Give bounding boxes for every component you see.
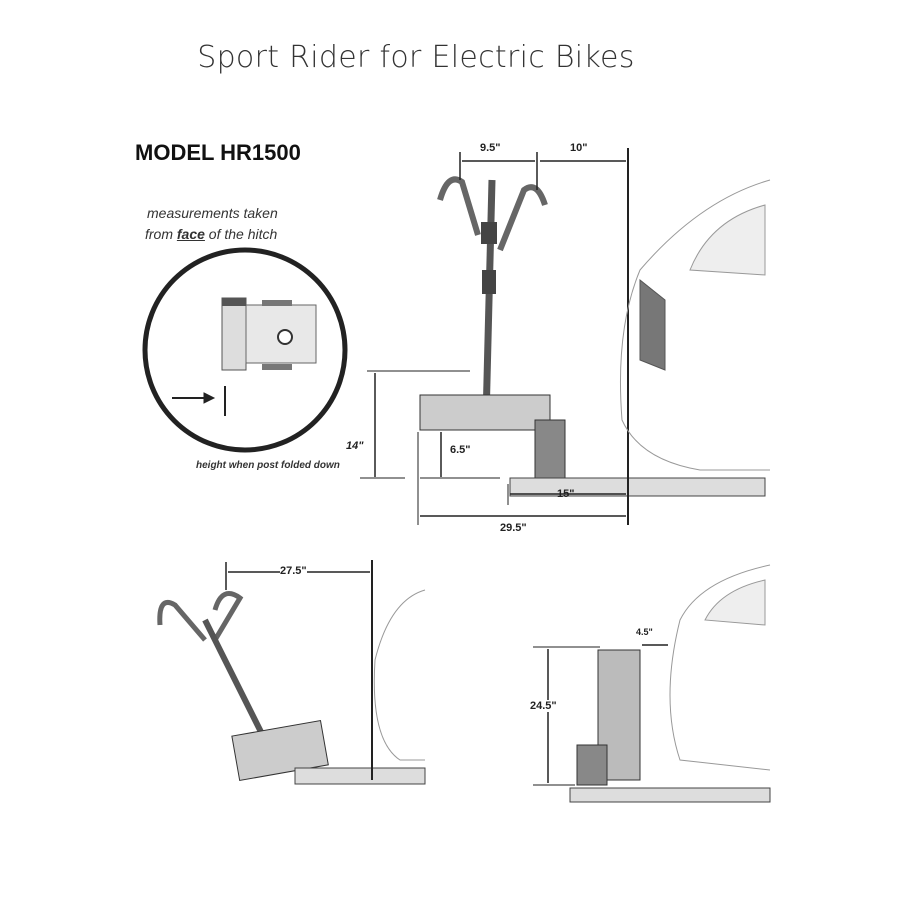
dim-arm-to-vehicle: 10" [570,142,588,154]
note-emphasis: face [176,226,205,242]
page-title: Sport Rider for Electric Bikes [197,40,635,75]
dim-tilted-length: 27.5" [280,565,307,577]
dim-hitch-length: 15" [557,488,575,500]
folded-note: height when post folded down [196,460,340,471]
rack-upright-drawing [360,148,766,525]
dim-folded-height: 14" [346,440,364,452]
dim-total-length: 29.5" [500,522,527,534]
measurement-note-line2: from face of the hitch [145,226,277,242]
vehicle-rear-drawing [619,179,771,471]
tilted-rack-drawing [157,560,426,785]
dim-stowed-gap: 4.5" [636,627,653,637]
dim-stowed-height: 24.5" [530,700,557,712]
model-heading: MODEL HR1500 [135,140,301,165]
measurement-note-line1: measurements taken [147,205,278,221]
note-pre: from [145,226,177,242]
hitch-detail-circle [142,247,348,453]
dim-arm-spacing: 9.5" [480,142,501,154]
dim-ground-clearance: 6.5" [450,444,471,456]
stowed-rack-drawing [533,564,771,803]
note-post: of the hitch [204,226,278,242]
